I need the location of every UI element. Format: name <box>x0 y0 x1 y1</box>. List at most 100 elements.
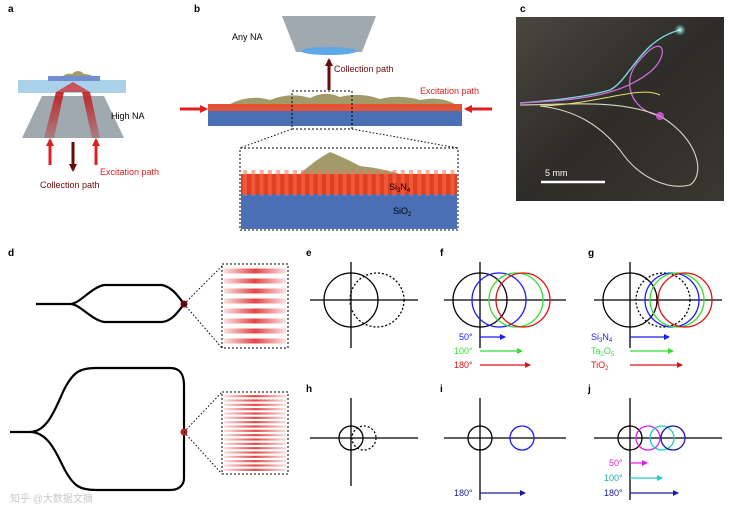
sio2-label: SiO2 <box>393 206 412 218</box>
circle-100-j <box>649 425 675 451</box>
circle-50-f <box>471 272 527 328</box>
panel-label-j: j <box>587 384 591 395</box>
panel-c: 5 mm <box>516 17 724 201</box>
legend-j-100: 100° <box>604 473 623 483</box>
waveguide-trace-white <box>519 103 699 187</box>
circle-ref-g <box>602 272 658 328</box>
panel-e <box>310 262 418 348</box>
evanescent-stripe <box>359 170 364 196</box>
fringe-band <box>224 421 286 424</box>
zoom-line-large-bottom <box>183 431 223 475</box>
zoom-line-large-top <box>183 391 223 433</box>
watermark: 知乎 @大数据文摘 <box>10 492 93 505</box>
si3n4-label: Si3N4 <box>389 182 411 194</box>
circle-ref-f <box>452 272 508 328</box>
evanescent-field <box>243 170 455 196</box>
evanescent-stripe <box>384 170 389 196</box>
sio2-layer <box>241 194 457 229</box>
fringe-band <box>224 298 286 304</box>
panel-b: Any NA Collection path Excitation path S… <box>180 16 492 231</box>
legend-f-100: 100° <box>454 346 473 356</box>
evanescent-stripe <box>392 170 397 196</box>
evanescent-stripe <box>334 170 339 196</box>
panel-label-d: d <box>8 248 14 259</box>
circle-solid-h <box>338 425 364 451</box>
excitation-path-label-b: Excitation path <box>420 86 479 96</box>
evanescent-stripe <box>433 170 438 196</box>
circle-180-f <box>495 272 551 328</box>
objective-high-na <box>22 96 124 138</box>
evanescent-stripe <box>292 170 297 196</box>
circle-180-i <box>509 425 535 451</box>
excitation-path-label: Excitation path <box>100 167 159 177</box>
fringe-band <box>224 308 286 314</box>
glow-spot-cyan <box>674 24 686 36</box>
circle-solid-e <box>323 272 379 328</box>
evanescent-stripe <box>301 170 306 196</box>
photo <box>516 17 724 201</box>
fringe-pattern-large <box>224 395 286 471</box>
fringe-band <box>224 288 286 294</box>
evanescent-stripe <box>326 170 330 196</box>
panel-j: 50° 100° 180° <box>594 398 722 500</box>
fringe-band <box>224 434 286 437</box>
evanescent-stripe <box>442 170 447 196</box>
objective-any-na <box>282 16 376 52</box>
zoom-line-small-top <box>183 265 223 305</box>
high-na-label: High NA <box>111 111 145 121</box>
evanescent-stripe <box>350 170 355 196</box>
fringe-band <box>224 268 286 274</box>
evanescent-stripe <box>267 170 272 196</box>
circle-ref-j <box>617 425 643 451</box>
evanescent-stripe <box>450 170 455 196</box>
panel-label-f: f <box>440 248 444 259</box>
circle-180-j <box>660 425 686 451</box>
fringe-band <box>224 455 286 458</box>
fringe-band <box>224 412 286 415</box>
panel-f: 50° 100° 180° <box>444 262 566 370</box>
panel-label-a: a <box>8 4 14 15</box>
panel-g: Si3N4 Ta2O5 TiO2 <box>591 262 722 372</box>
panel-label-h: h <box>306 384 312 395</box>
panel-label-c: c <box>520 4 526 15</box>
sample-inset <box>300 152 400 174</box>
legend-f-50: 50° <box>459 332 473 342</box>
fringe-band <box>224 408 286 411</box>
fringe-band <box>224 399 286 402</box>
waveguide-strip <box>48 76 100 81</box>
legend-g-tio2: TiO2 <box>591 360 609 372</box>
fringe-band <box>224 278 286 284</box>
circle-50-j <box>635 425 661 451</box>
waveguide-small-loop <box>36 283 186 324</box>
evanescent-stripe <box>375 170 380 196</box>
legend-g-ta2o5: Ta2O5 <box>591 346 615 358</box>
legend-g-si3n4: Si3N4 <box>591 332 613 344</box>
circle-dashed-g <box>635 272 691 328</box>
collection-path-label-b: Collection path <box>334 64 394 74</box>
fringe-band <box>224 460 286 463</box>
sample-layer-b <box>230 93 455 104</box>
substrate-b <box>208 111 462 126</box>
fringe-band <box>224 416 286 419</box>
fringe-inset-small <box>221 263 289 349</box>
fringe-band <box>224 468 286 471</box>
evanescent-stripe <box>276 170 281 196</box>
zoom-line-small-bottom <box>183 303 223 349</box>
fringe-band <box>224 451 286 454</box>
objective-lens <box>301 47 357 55</box>
zoom-region <box>291 90 353 130</box>
fringe-band <box>224 442 286 445</box>
waveguide-trace-magenta <box>519 45 663 117</box>
evanescent-stripe <box>409 170 413 196</box>
evanescent-stripe <box>417 170 422 196</box>
excitation-cone-left <box>44 92 64 138</box>
circle-ref-i <box>467 425 493 451</box>
evanescent-stripe <box>317 170 322 196</box>
panel-h <box>310 398 418 486</box>
circle-dashed-e <box>349 272 405 328</box>
collection-path-label: Collection path <box>40 180 100 190</box>
fringe-band <box>224 318 286 324</box>
fringe-band <box>224 438 286 441</box>
fringe-band <box>224 425 286 428</box>
